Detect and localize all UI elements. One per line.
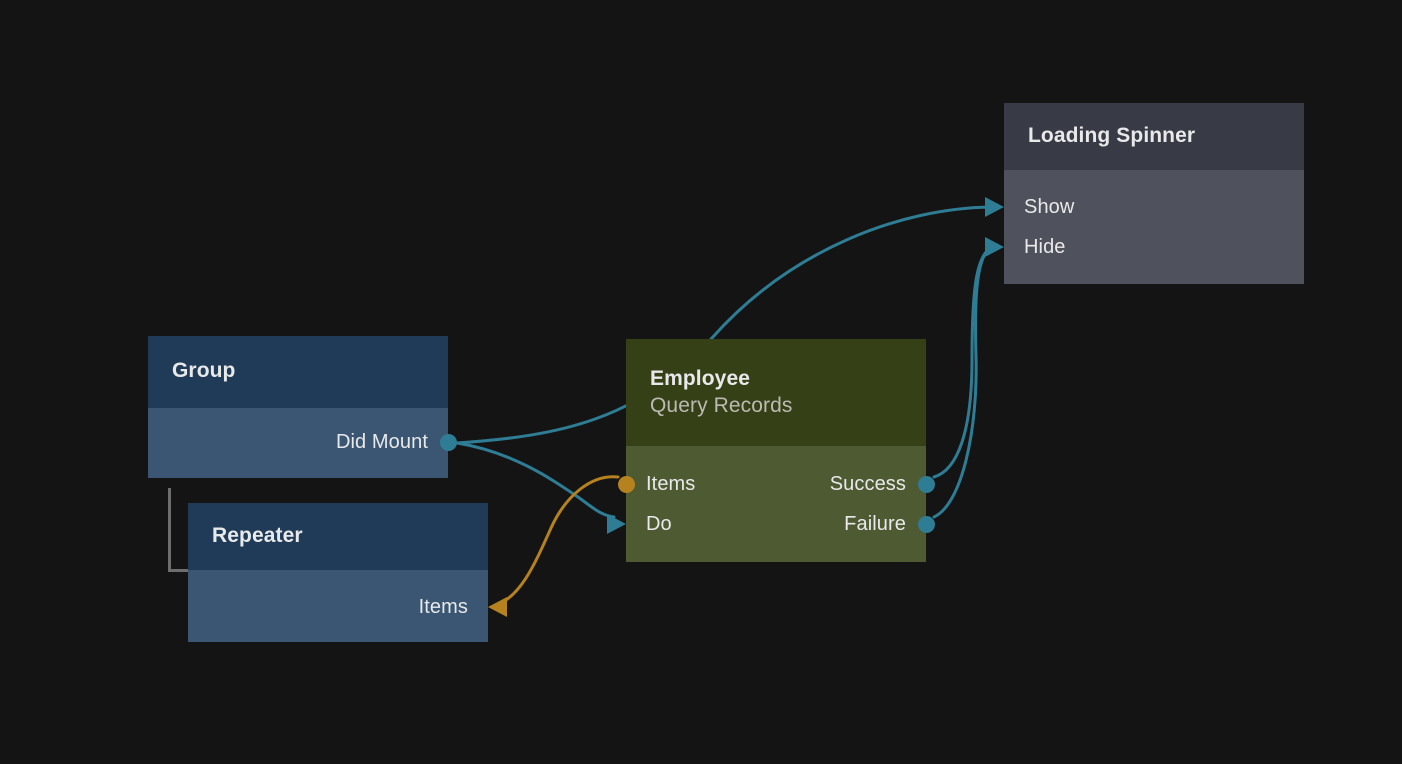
node-group-body: Did Mount <box>148 408 457 478</box>
port-row-repeater-items[interactable]: Items <box>188 587 507 627</box>
port-label-hide: Hide <box>1024 236 1066 258</box>
tree-bracket-vertical <box>168 488 171 572</box>
node-employee-body: Items Success Do Failure <box>607 446 935 562</box>
port-row-did-mount[interactable]: Did Mount <box>148 422 457 462</box>
port-dot-employee-items[interactable] <box>617 475 635 493</box>
port-row-hide[interactable]: Hide <box>985 227 1304 267</box>
edge-failure-to-hide <box>932 245 994 519</box>
port-label-did-mount: Did Mount <box>335 431 428 453</box>
node-employee-subtitle: Query Records <box>650 394 793 418</box>
node-repeater[interactable]: Repeater Items <box>188 503 507 642</box>
node-group-header: Group <box>148 336 448 408</box>
edge-success-to-hide <box>932 245 994 479</box>
port-label-show: Show <box>1024 196 1075 218</box>
port-arrow-hide[interactable] <box>985 237 1004 257</box>
node-loading-spinner[interactable]: Loading Spinner Show Hide <box>985 103 1304 284</box>
port-arrow-show[interactable] <box>985 197 1004 217</box>
node-loading-spinner-body: Show Hide <box>985 170 1304 284</box>
port-dot-did-mount[interactable] <box>439 433 457 451</box>
port-label-employee-items: Items <box>646 473 696 495</box>
port-label-repeater-items: Items <box>418 596 468 618</box>
port-arrow-employee-do[interactable] <box>607 514 626 534</box>
edge-employee-items-to-repeater-items <box>492 475 620 608</box>
node-group-title: Group <box>172 359 236 382</box>
port-label-employee-do: Do <box>646 513 672 535</box>
node-loading-spinner-header: Loading Spinner <box>1004 103 1304 170</box>
node-repeater-body: Items <box>188 570 507 642</box>
port-row-show[interactable]: Show <box>985 187 1304 227</box>
node-employee-title: Employee <box>650 367 751 390</box>
port-label-employee-success: Success <box>829 473 906 495</box>
node-repeater-header: Repeater <box>188 503 488 570</box>
port-row-employee-items-success[interactable]: Items Success <box>617 464 935 504</box>
node-group[interactable]: Group Did Mount <box>148 336 457 478</box>
node-employee-header: Employee Query Records <box>626 339 926 446</box>
node-repeater-title: Repeater <box>212 524 303 547</box>
port-dot-employee-success[interactable] <box>917 475 935 493</box>
port-label-employee-failure: Failure <box>844 513 906 535</box>
tree-bracket-horizontal <box>168 569 189 572</box>
port-row-employee-do-failure[interactable]: Do Failure <box>607 504 935 544</box>
port-dot-employee-failure[interactable] <box>917 515 935 533</box>
node-loading-spinner-title: Loading Spinner <box>1028 124 1196 147</box>
port-arrow-repeater-items[interactable] <box>488 597 507 617</box>
node-employee[interactable]: Employee Query Records Items Success Do … <box>607 339 935 562</box>
